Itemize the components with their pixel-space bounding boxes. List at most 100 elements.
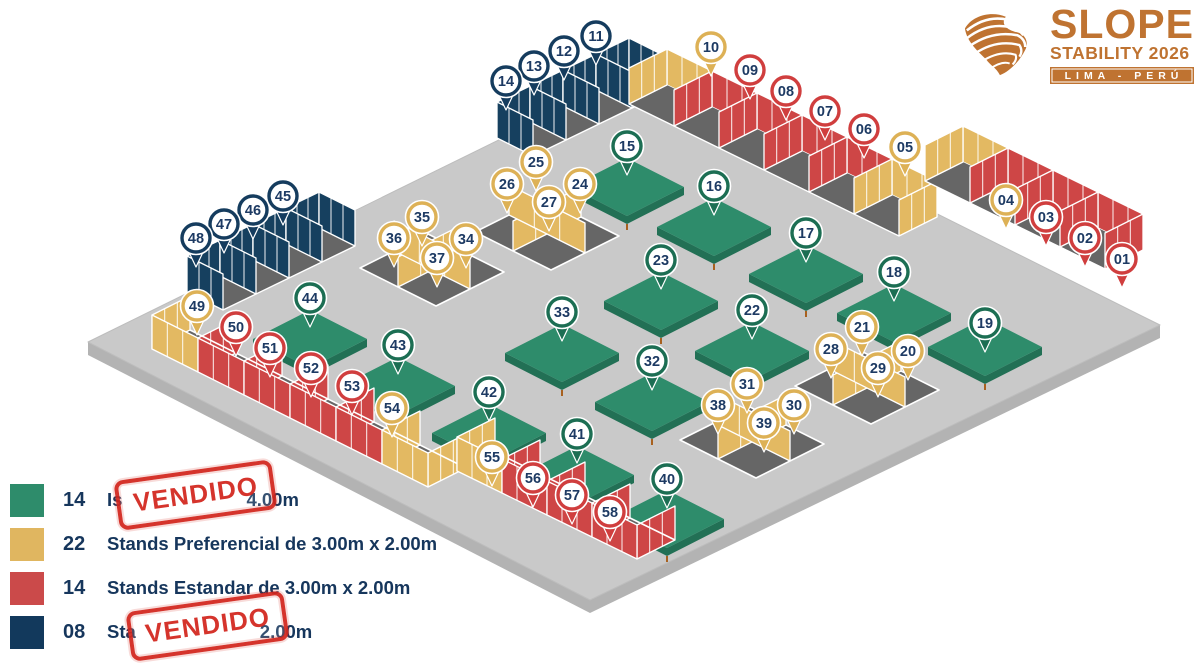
pin-face: [257, 335, 283, 361]
pin-54[interactable]: 54: [374, 390, 410, 438]
pin-56[interactable]: 56: [515, 460, 551, 508]
pin-36[interactable]: 36: [376, 220, 412, 268]
pin-58[interactable]: 58: [592, 494, 628, 542]
stands-05-10[interactable]: [628, 48, 938, 237]
pin-34[interactable]: 34: [448, 221, 484, 269]
pin-52[interactable]: 52: [293, 350, 329, 398]
island-top: [749, 245, 863, 303]
pin-28[interactable]: 28: [813, 331, 849, 379]
pin-37[interactable]: 37: [419, 240, 455, 288]
pin-face: [739, 297, 765, 323]
pin-06[interactable]: 06: [846, 111, 882, 159]
pin-02[interactable]: 02: [1067, 220, 1103, 268]
pin-label: 33: [554, 305, 570, 321]
legend-swatch-green: [10, 483, 44, 517]
island-stand-32[interactable]: [595, 373, 709, 445]
pin-11[interactable]: 11: [578, 18, 614, 66]
pin-14[interactable]: 14: [488, 63, 524, 111]
pin-label: 28: [823, 342, 839, 358]
pin-label: 16: [706, 179, 722, 195]
pin-face: [734, 371, 760, 397]
island-stand-33[interactable]: [505, 324, 619, 396]
pin-23[interactable]: 23: [643, 242, 679, 290]
pin-09[interactable]: 09: [732, 52, 768, 100]
island-stand-16[interactable]: [657, 198, 771, 270]
pin-face: [597, 499, 623, 525]
legend-swatch-navy: [10, 615, 44, 649]
pin-26[interactable]: 26: [489, 166, 525, 214]
pin-face: [551, 38, 577, 64]
pin-face: [849, 314, 875, 340]
legend-count: 22: [63, 532, 86, 555]
legend-label-suffix: 2.00m: [259, 621, 313, 642]
pin-32[interactable]: 32: [634, 343, 670, 391]
pin-label: 56: [525, 471, 541, 487]
pin-face: [648, 247, 674, 273]
pin-43[interactable]: 43: [380, 327, 416, 375]
pin-label: 14: [498, 74, 514, 90]
pin-53[interactable]: 53: [334, 368, 370, 416]
pin-49[interactable]: 49: [179, 288, 215, 336]
island-side: [749, 274, 863, 311]
pin-55[interactable]: 55: [474, 439, 510, 487]
pin-face: [705, 392, 731, 418]
pin-label: 07: [817, 104, 833, 120]
pin-24[interactable]: 24: [562, 166, 598, 214]
pin-22[interactable]: 22: [734, 292, 770, 340]
island-stand-23[interactable]: [604, 272, 718, 344]
pin-19[interactable]: 19: [967, 305, 1003, 353]
pin-21[interactable]: 21: [844, 309, 880, 357]
pin-08[interactable]: 08: [768, 73, 804, 121]
island-stand-17[interactable]: [749, 245, 863, 317]
pin-label: 52: [303, 361, 319, 377]
pin-04[interactable]: 04: [988, 182, 1024, 230]
pin-label: 27: [541, 195, 557, 211]
pin-33[interactable]: 33: [544, 294, 580, 342]
pin-12[interactable]: 12: [546, 33, 582, 81]
stands-11-14[interactable]: [496, 37, 666, 157]
pin-13[interactable]: 13: [516, 48, 552, 96]
pin-10[interactable]: 10: [693, 29, 729, 77]
pin-40[interactable]: 40: [649, 461, 685, 509]
pin-05[interactable]: 05: [887, 129, 923, 177]
pin-label: 01: [1114, 252, 1130, 268]
pin-27[interactable]: 27: [531, 184, 567, 232]
pin-15[interactable]: 15: [609, 128, 645, 176]
pin-label: 26: [499, 177, 515, 193]
pin-45[interactable]: 45: [265, 178, 301, 226]
pin-31[interactable]: 31: [729, 366, 765, 414]
pin-35[interactable]: 35: [404, 199, 440, 247]
pin-20[interactable]: 20: [890, 333, 926, 381]
pin-16[interactable]: 16: [696, 168, 732, 216]
pin-42[interactable]: 42: [471, 374, 507, 422]
pin-25[interactable]: 25: [518, 144, 554, 192]
pin-07[interactable]: 07: [807, 93, 843, 141]
pin-39[interactable]: 39: [746, 405, 782, 453]
pin-face: [424, 245, 450, 271]
pin-30[interactable]: 30: [776, 387, 812, 435]
pin-47[interactable]: 47: [206, 206, 242, 254]
pin-44[interactable]: 44: [292, 280, 328, 328]
pin-face: [812, 98, 838, 124]
pin-17[interactable]: 17: [788, 215, 824, 263]
pin-label: 41: [569, 427, 585, 443]
pin-48[interactable]: 48: [178, 220, 214, 268]
pin-label: 11: [588, 29, 603, 45]
pin-face: [751, 410, 777, 436]
pin-29[interactable]: 29: [860, 350, 896, 398]
pin-01[interactable]: 01: [1104, 241, 1140, 289]
pin-57[interactable]: 57: [554, 477, 590, 525]
pin-18[interactable]: 18: [876, 254, 912, 302]
pin-face: [339, 373, 365, 399]
island-stand-15[interactable]: [570, 158, 684, 230]
pin-label: 51: [262, 341, 278, 357]
pin-41[interactable]: 41: [559, 416, 595, 464]
pin-46[interactable]: 46: [235, 192, 271, 240]
pin-50[interactable]: 50: [218, 309, 254, 357]
pin-51[interactable]: 51: [252, 330, 288, 378]
stand-floor-cell: [833, 388, 905, 424]
pin-03[interactable]: 03: [1028, 199, 1064, 247]
pin-38[interactable]: 38: [700, 387, 736, 435]
